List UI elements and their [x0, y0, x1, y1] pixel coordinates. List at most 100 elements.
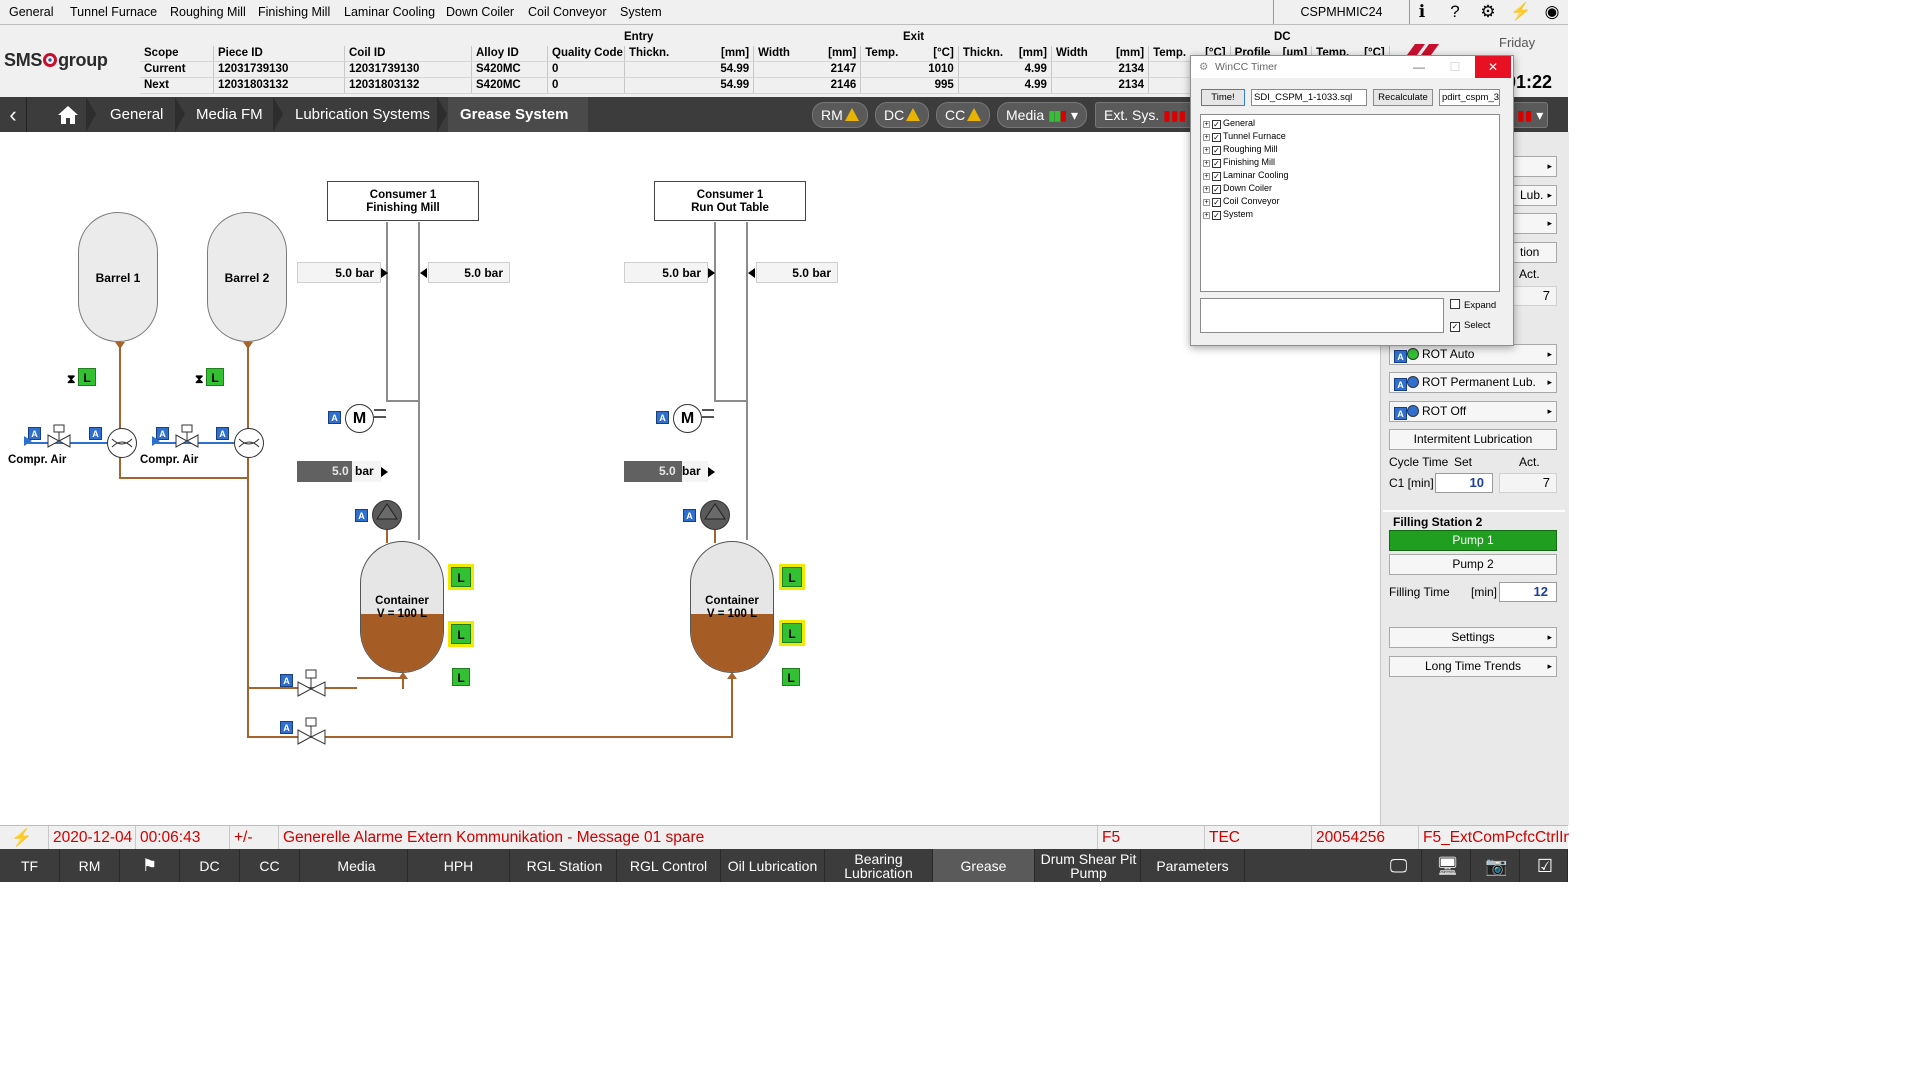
bottom-cc-button[interactable]: CC: [240, 849, 300, 882]
auto-badge[interactable]: A: [280, 674, 293, 687]
menu-coil-conveyor[interactable]: Coil Conveyor: [528, 5, 607, 19]
sql-file-input[interactable]: SDI_CSPM_1-1033.sql: [1251, 89, 1367, 106]
info-icon[interactable]: ℹ: [1418, 2, 1426, 21]
air-pump-1-icon[interactable]: [107, 428, 137, 458]
pump-1-button[interactable]: Pump 1: [1389, 530, 1557, 551]
display-settings-icon[interactable]: 🖥: [1425, 849, 1471, 882]
minimize-icon[interactable]: —: [1413, 60, 1425, 74]
container-1-low-level[interactable]: L: [452, 668, 470, 686]
grease-pump-2-icon[interactable]: [700, 500, 730, 530]
bottom-rgl-control-button[interactable]: RGL Control: [617, 849, 721, 882]
output-textbox[interactable]: [1200, 298, 1444, 333]
tree-item-tunnel-furnace[interactable]: +✓Tunnel Furnace: [1203, 131, 1286, 142]
auto-badge[interactable]: A: [683, 509, 696, 522]
bottom-rm-button[interactable]: RM: [60, 849, 120, 882]
breadcrumb-lubrication[interactable]: Lubrication Systems: [295, 106, 431, 123]
extra-status-pill[interactable]: ▮▮ ▾: [1512, 102, 1549, 128]
pump-2-button[interactable]: Pump 2: [1389, 554, 1557, 575]
alarm-lightning-icon[interactable]: ⚡: [11, 828, 33, 847]
bottom-oil-lubrication-button[interactable]: Oil Lubrication: [721, 849, 825, 882]
bottom-hph-button[interactable]: HPH: [408, 849, 510, 882]
select-checkbox[interactable]: ✓Select: [1450, 320, 1491, 332]
container-2-high-level[interactable]: L: [779, 564, 805, 590]
bottom-flag-button[interactable]: ⚑: [120, 849, 180, 882]
bottom-parameters-button[interactable]: Parameters: [1141, 849, 1245, 882]
barrel-2-level-badge[interactable]: L: [206, 368, 224, 386]
time-button[interactable]: Time!: [1201, 89, 1245, 106]
bottom-grease-button[interactable]: Grease: [933, 849, 1035, 882]
maximize-icon[interactable]: ☐: [1449, 60, 1461, 74]
bottom-tf-button[interactable]: TF: [0, 849, 60, 882]
bottom-bearing-lubrication-button[interactable]: Bearing Lubrication: [825, 849, 933, 882]
tree-item-coil-conveyor[interactable]: +✓Coil Conveyor: [1203, 196, 1280, 207]
lightning-icon[interactable]: ⚡: [1510, 2, 1532, 21]
tree-item-finishing-mill[interactable]: +✓Finishing Mill: [1203, 157, 1276, 168]
bottom-drum-shear-button[interactable]: Drum Shear Pit Pump: [1037, 849, 1141, 882]
bottom-rgl-station-button[interactable]: RGL Station: [513, 849, 617, 882]
long-time-trends-button[interactable]: Long Time Trends▸: [1389, 656, 1557, 677]
tree-item-roughing-mill[interactable]: +✓Roughing Mill: [1203, 144, 1278, 155]
media-status-pill[interactable]: Media ▮▮▮ ▾: [997, 102, 1088, 128]
valve-icon[interactable]: [296, 716, 328, 748]
checklist-icon[interactable]: ☑: [1523, 849, 1568, 882]
dir-input[interactable]: pdirt_cspm_3: [1439, 89, 1500, 106]
help-icon[interactable]: ?: [1450, 2, 1460, 21]
home-icon[interactable]: [50, 97, 86, 132]
bottom-media-button[interactable]: Media: [306, 849, 408, 882]
tree-item-down-coiler[interactable]: +✓Down Coiler: [1203, 183, 1273, 194]
breadcrumb-media-fm[interactable]: Media FM: [196, 106, 263, 123]
container-2-low-level[interactable]: L: [782, 668, 800, 686]
valve-icon[interactable]: [296, 668, 328, 700]
auto-badge[interactable]: A: [280, 721, 293, 734]
container-2-mid-level[interactable]: L: [779, 620, 805, 646]
recalculate-button[interactable]: Recalculate: [1373, 89, 1433, 106]
auto-badge[interactable]: A: [328, 411, 341, 424]
auto-badge[interactable]: A: [28, 427, 41, 440]
auto-badge[interactable]: A: [656, 411, 669, 424]
auto-badge[interactable]: A: [156, 427, 169, 440]
container-1-mid-level[interactable]: L: [448, 621, 474, 647]
breadcrumb-grease-system[interactable]: Grease System: [448, 97, 588, 132]
menu-general[interactable]: General: [9, 5, 54, 19]
intermittent-lubrication-button[interactable]: Intermitent Lubrication: [1389, 429, 1557, 450]
air-pump-2-icon[interactable]: [234, 428, 264, 458]
tree-item-general[interactable]: +✓General: [1203, 118, 1256, 129]
auto-badge[interactable]: A: [89, 427, 102, 440]
rm-status-pill[interactable]: RM: [812, 102, 868, 128]
auto-badge[interactable]: A: [216, 427, 229, 440]
air-valve-icon[interactable]: [22, 423, 72, 451]
cc-status-pill[interactable]: CC: [936, 102, 991, 128]
air-valve-icon[interactable]: [150, 423, 200, 451]
close-icon[interactable]: ✕: [1475, 56, 1511, 78]
menu-roughing-mill[interactable]: Roughing Mill: [170, 5, 246, 19]
back-arrow-icon[interactable]: ‹: [0, 97, 27, 132]
container-2[interactable]: Container V = 100 L: [690, 541, 774, 673]
tree-item-system[interactable]: +✓System: [1203, 209, 1254, 220]
grease-pump-1-icon[interactable]: [372, 500, 402, 530]
alarm-bar[interactable]: ⚡ 2020-12-04 00:06:43 +/- Generelle Alar…: [0, 825, 1569, 850]
container-1-high-level[interactable]: L: [448, 564, 474, 590]
tree-item-laminar-cooling[interactable]: +✓Laminar Cooling: [1203, 170, 1289, 181]
gear-icon[interactable]: ⚙: [1480, 2, 1496, 21]
dc-status-pill[interactable]: DC: [875, 102, 930, 128]
menu-tunnel-furnace[interactable]: Tunnel Furnace: [70, 5, 158, 19]
ext-sys-status-pill[interactable]: Ext. Sys. ▮▮▮: [1095, 102, 1196, 128]
eye-icon[interactable]: ◉: [1544, 2, 1560, 21]
filling-time-input[interactable]: 12: [1499, 582, 1557, 602]
c1-set-input[interactable]: 10: [1435, 473, 1493, 493]
consumer-run-out-table[interactable]: Consumer 1 Run Out Table: [654, 181, 806, 221]
motor-icon[interactable]: M: [345, 404, 374, 433]
expand-checkbox[interactable]: Expand: [1450, 299, 1496, 311]
menu-laminar-cooling[interactable]: Laminar Cooling: [344, 5, 436, 19]
settings-button[interactable]: Settings▸: [1389, 627, 1557, 648]
menu-system[interactable]: System: [620, 5, 662, 19]
window-titlebar[interactable]: ⚙ WinCC Timer — ☐ ✕: [1191, 56, 1513, 78]
menu-down-coiler[interactable]: Down Coiler: [446, 5, 515, 19]
camera-icon[interactable]: 📷: [1474, 849, 1520, 882]
motor-icon[interactable]: M: [673, 404, 702, 433]
monitor-icon[interactable]: 🖵: [1376, 849, 1422, 882]
barrel-1-level-badge[interactable]: L: [78, 368, 96, 386]
